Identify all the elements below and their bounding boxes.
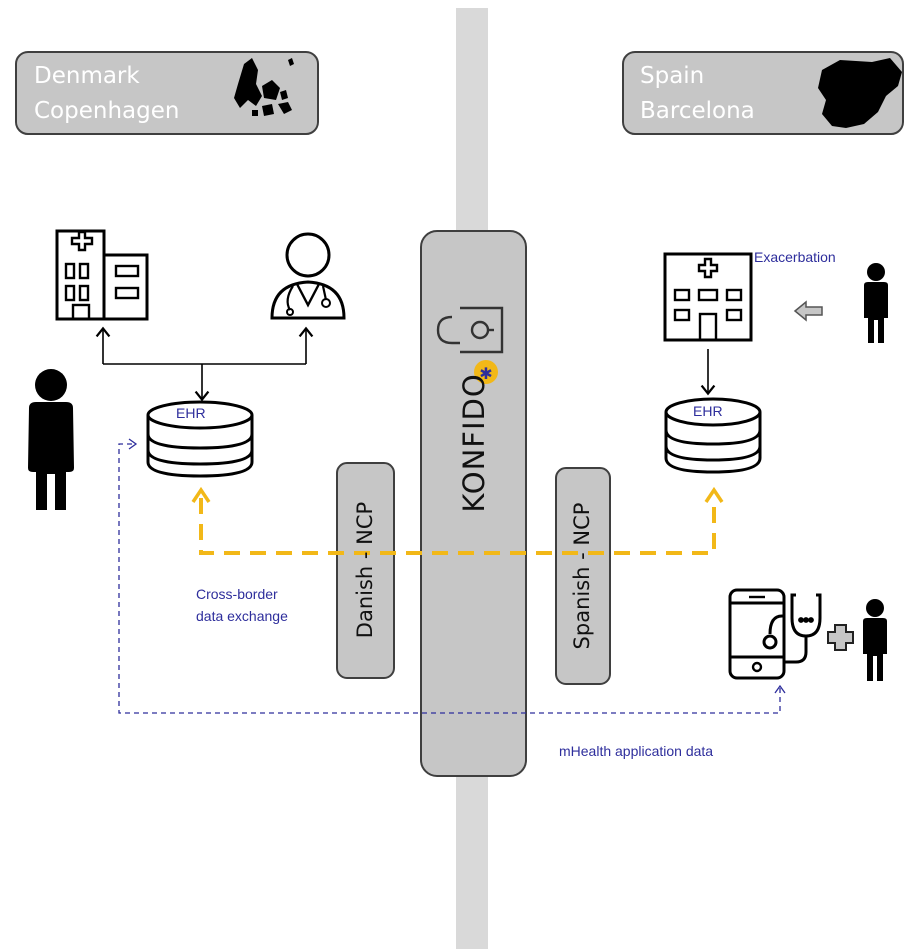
patient-icon-right-top (864, 263, 888, 343)
danish-ncp-box (336, 462, 395, 679)
exchange-arrowhead-left (191, 486, 211, 503)
denmark-map-icon (234, 58, 294, 116)
doctor-icon (270, 232, 346, 320)
patient-icon-left (28, 369, 74, 510)
stethoscope-icon (762, 593, 822, 664)
copenhagen-city-label: Copenhagen (34, 98, 180, 124)
admission-arrow-icon (793, 300, 823, 322)
hospital-icon-left (55, 229, 149, 321)
cross-border-label-line2: data exchange (196, 608, 288, 624)
mhealth-phone-icon (728, 588, 786, 680)
ehr-source-connector (95, 326, 314, 402)
konfido-star-badge (474, 360, 498, 384)
cross-border-label-line1: Cross-border (196, 586, 278, 602)
spain-map-icon (818, 58, 902, 128)
ehr-label-left: EHR (176, 405, 206, 421)
ehr-database-left (146, 400, 254, 478)
mhealth-data-label: mHealth application data (559, 743, 714, 759)
mhealth-data-line (118, 443, 781, 714)
exacerbation-label: Exacerbation (754, 249, 836, 265)
cross-border-exchange-line (199, 498, 716, 555)
mhealth-arrowhead-ehr (128, 438, 138, 450)
plus-icon (827, 624, 854, 651)
spanish-ncp-label: Spanish - NCP (570, 502, 594, 650)
patient-icon-right-bottom (863, 599, 887, 681)
spain-country-label: Spain (640, 63, 705, 89)
danish-ncp-label: Danish - NCP (353, 501, 377, 639)
denmark-country-label: Denmark (34, 63, 140, 89)
hospital-icon-right (663, 252, 753, 342)
barcelona-city-label: Barcelona (640, 98, 755, 124)
konfido-lock-icon (436, 306, 504, 354)
exchange-arrowhead-right (704, 486, 724, 503)
konfido-gateway (420, 230, 527, 777)
mhealth-arrowhead-device (774, 684, 786, 694)
ehr-database-right (664, 397, 762, 474)
konfido-star-icon: ✱ (479, 364, 492, 383)
ehr-label-right: EHR (693, 403, 723, 419)
spanish-ncp-box (555, 467, 611, 685)
konfido-brand-label: KONFIDO (457, 373, 491, 513)
